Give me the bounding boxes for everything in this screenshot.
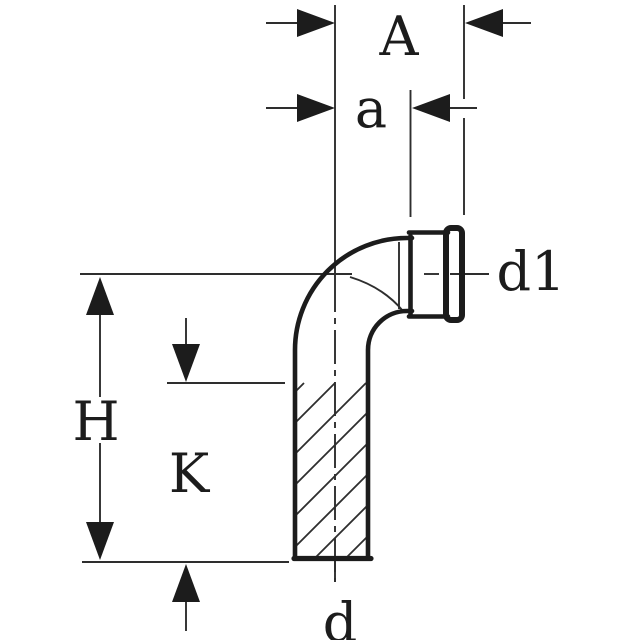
dim-label-H: H — [72, 390, 119, 453]
dim-H-top-arrowhead-icon — [86, 277, 114, 315]
dim-label-d1: d1 — [497, 240, 566, 303]
dim-H-bottom-arrowhead-icon — [86, 522, 114, 560]
dim-a-right-arrowhead-icon — [412, 94, 450, 122]
dimension-labels: A a d1 H K d — [72, 5, 565, 640]
dim-label-A: A — [379, 5, 420, 68]
dim-A-left-arrowhead-icon — [297, 9, 335, 37]
dim-K-bottom-arrowhead-icon — [172, 564, 200, 602]
centerline-bend-arc — [349, 276, 404, 312]
outline-socket-rim — [443, 225, 465, 323]
dimension-a — [266, 94, 477, 122]
pipe-section-hatching — [294, 382, 369, 559]
outline-outer-bend — [292, 235, 415, 561]
dimension-K — [172, 318, 200, 631]
dim-label-a: a — [355, 77, 387, 140]
dim-K-top-arrowhead-icon — [172, 344, 200, 382]
dim-label-d: d — [323, 591, 358, 640]
fitting-outline — [291, 225, 465, 562]
dimension-A — [266, 9, 531, 37]
dim-A-right-arrowhead-icon — [465, 9, 503, 37]
dim-a-left-arrowhead-icon — [297, 94, 335, 122]
extension-and-center-lines — [80, 5, 489, 582]
dim-label-K: K — [169, 442, 211, 505]
outline-inner-bend — [365, 308, 415, 561]
dimension-H — [86, 277, 114, 560]
